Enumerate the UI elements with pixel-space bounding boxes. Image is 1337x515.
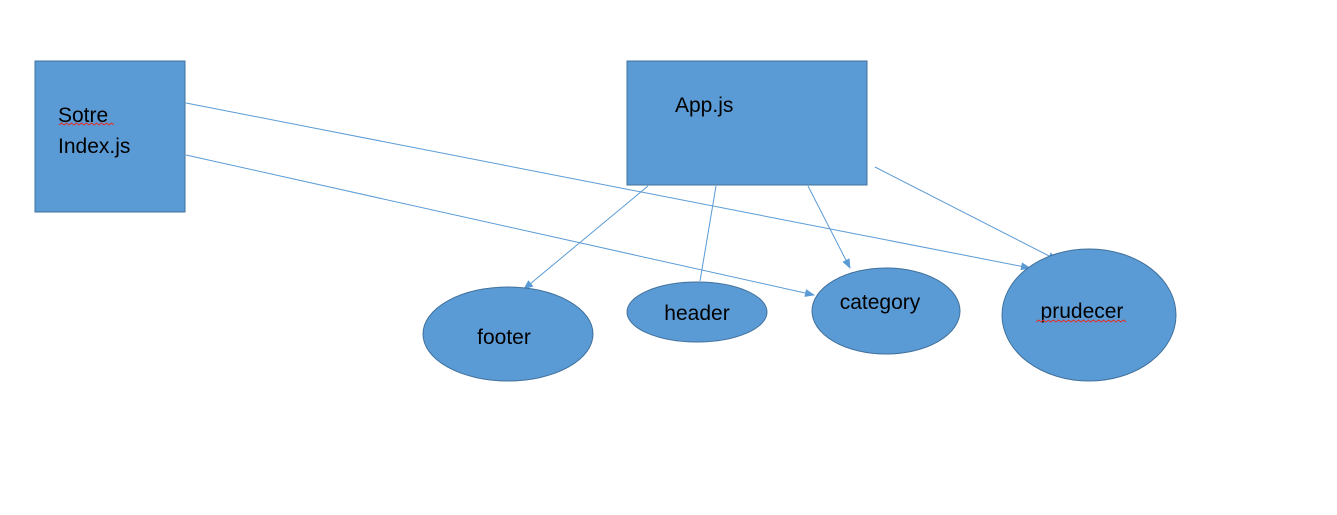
- header-ellipse: [626, 281, 768, 343]
- connector-app-to-category: [807, 185, 851, 269]
- store-index-label-line1: Sotre: [58, 104, 108, 127]
- category-label: category: [840, 291, 921, 314]
- prudecer-ellipse: [1001, 248, 1177, 382]
- connector-store-index-to-category: [185, 154, 815, 297]
- connectors: [185, 102, 1058, 297]
- prudecer-node[interactable]: prudecer: [1001, 248, 1177, 382]
- header-node[interactable]: header: [626, 281, 768, 343]
- category-node[interactable]: category: [811, 267, 961, 355]
- app-box: [626, 60, 868, 186]
- connector-store-index-to-prudecer: [185, 102, 1031, 271]
- store-index-node[interactable]: Sotre Index.js: [34, 60, 186, 213]
- header-label: header: [664, 302, 729, 325]
- footer-label: footer: [477, 326, 531, 349]
- store-index-box: [34, 60, 186, 213]
- app-node[interactable]: App.js: [626, 60, 868, 186]
- app-label: App.js: [675, 94, 733, 117]
- store-index-label-line2: Index.js: [58, 135, 130, 158]
- spellcheck-underline-prudecer: [1035, 319, 1127, 323]
- connector-app-to-prudecer: [874, 166, 1058, 261]
- category-ellipse: [811, 267, 961, 355]
- spellcheck-underline-sotre: [58, 122, 115, 126]
- connector-app-to-header: [699, 185, 717, 282]
- footer-node[interactable]: footer: [422, 286, 594, 382]
- connector-app-to-footer: [523, 185, 649, 290]
- footer-ellipse: [422, 286, 594, 382]
- prudecer-label: prudecer: [1041, 300, 1124, 323]
